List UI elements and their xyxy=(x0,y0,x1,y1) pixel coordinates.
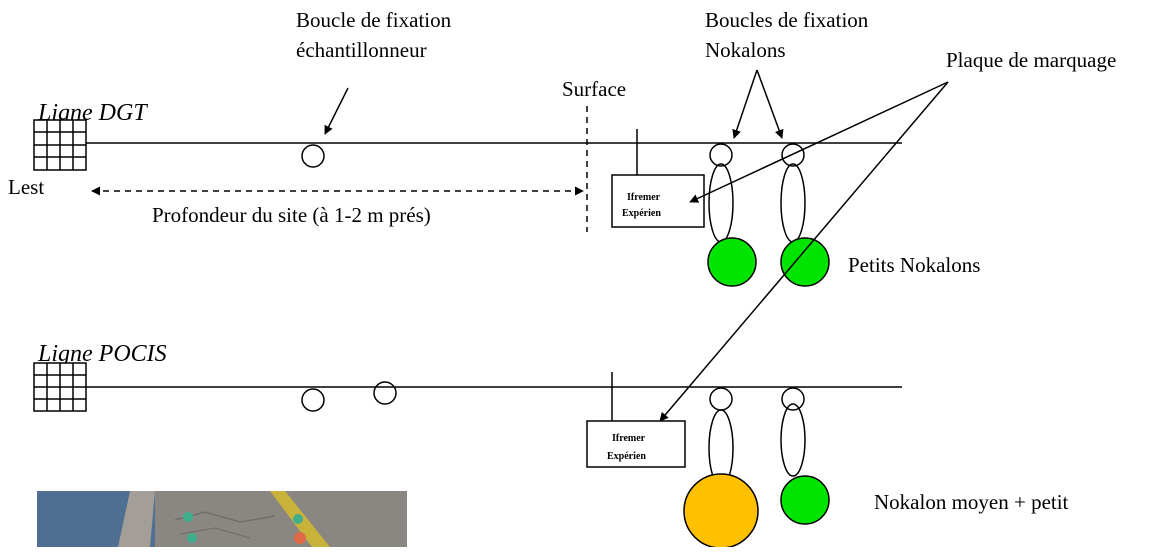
plate-arrow-dgt xyxy=(689,81,949,203)
marking-plate-label: Plaque de marquage xyxy=(946,48,1116,72)
tag-line2-pocis: Expérien xyxy=(607,451,646,462)
lest-weight-pocis xyxy=(33,362,87,412)
sampler-loop-pocis-1 xyxy=(301,388,325,412)
surface-label: Surface xyxy=(562,77,626,101)
nokalon-loop-arrow-2 xyxy=(756,69,784,139)
sampler-loop-arrow xyxy=(324,87,349,135)
photo-float-3 xyxy=(293,514,303,524)
marking-plate-dgt: Ifremer Expérien xyxy=(611,174,705,228)
nokalon-loop-dgt-1 xyxy=(709,143,733,167)
medium-float-pocis xyxy=(683,473,759,549)
lest-weight-dgt xyxy=(33,119,87,171)
photo-float-2 xyxy=(187,533,197,543)
sampler-loop-label-1: Boucle de fixation xyxy=(296,8,452,32)
nokalon-loop-pocis-1 xyxy=(709,387,733,411)
inset-photo xyxy=(37,491,407,547)
tag-line1-dgt: Ifremer xyxy=(627,192,661,203)
sampler-loop-label-2: échantillonneur xyxy=(296,38,427,62)
tag-line2-dgt: Expérien xyxy=(622,208,661,219)
float-string-pocis-2 xyxy=(780,403,806,477)
photo-float-4 xyxy=(294,532,306,544)
small-float-dgt-1 xyxy=(707,237,757,287)
small-floats-label: Petits Nokalons xyxy=(848,253,980,277)
nokalon-loops-label-2: Nokalons xyxy=(705,38,786,62)
small-float-dgt-2 xyxy=(780,237,830,287)
depth-label: Profondeur du site (à 1-2 m prés) xyxy=(152,203,431,227)
sampler-loop xyxy=(301,144,325,168)
small-float-pocis xyxy=(780,475,830,525)
nokalon-loop-dgt-2 xyxy=(781,143,805,167)
tag-line1-pocis: Ifremer xyxy=(612,433,646,444)
sampler-loop-pocis-2 xyxy=(373,381,397,405)
medium-small-floats-label: Nokalon moyen + petit xyxy=(874,490,1069,514)
nokalon-loop-arrow-1 xyxy=(732,69,758,139)
float-string-dgt-2 xyxy=(780,163,806,243)
plate-arrow-pocis xyxy=(659,81,949,422)
float-string-dgt-1 xyxy=(708,163,734,243)
lest-label: Lest xyxy=(8,175,44,199)
photo-float-1 xyxy=(183,512,193,522)
nokalon-loops-label-1: Boucles de fixation xyxy=(705,8,869,32)
marking-plate-pocis: Ifremer Expérien xyxy=(586,420,686,468)
nokalon-loop-pocis-2 xyxy=(781,387,805,411)
